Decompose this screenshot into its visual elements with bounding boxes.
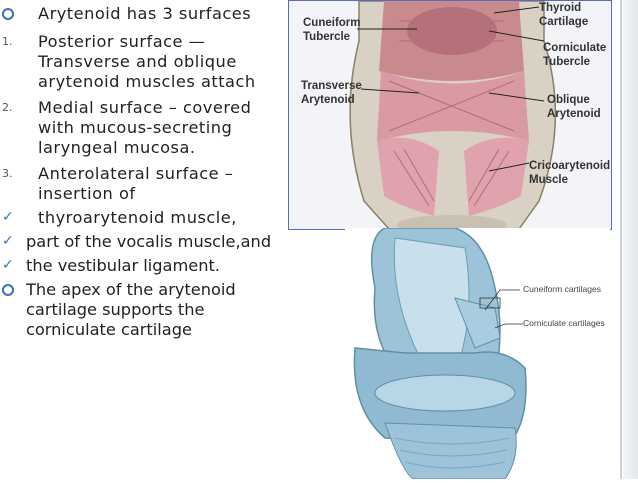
bullet-item-8: The apex of the arytenoid cartilage supp…: [0, 280, 285, 340]
bullet-text: thyroarytenoid muscle,: [38, 208, 237, 227]
label-corniculate-cartilages: Corniculate cartilages: [523, 318, 605, 328]
label-oblique-arytenoid: Oblique Arytenoid: [547, 94, 601, 120]
label-cricoarytenoid-muscle: Cricoarytenoid Muscle: [529, 160, 611, 186]
label-transverse-arytenoid: Transverse Arytenoid: [301, 80, 362, 106]
check-bullet-icon: ✓: [2, 257, 14, 273]
slide-edge-line: [620, 0, 622, 479]
label-cuneiform-tubercle: Cuneiform Tubercle: [303, 17, 361, 43]
circle-bullet-icon: [2, 284, 14, 296]
number-marker: 2.: [2, 101, 13, 114]
bullet-item-4: 3. Anterolateral surface – insertion of: [0, 164, 285, 204]
bullet-item-2: 1. Posterior surface — Transverse and ob…: [0, 32, 285, 92]
bullet-list: Arytenoid has 3 surfaces 1. Posterior su…: [0, 4, 285, 340]
bullet-text: Posterior surface — Transverse and obliq…: [38, 32, 256, 91]
bullet-text: the vestibular ligament.: [26, 256, 220, 275]
check-bullet-icon: ✓: [2, 209, 14, 225]
circle-bullet-icon: [2, 8, 14, 20]
check-bullet-icon: ✓: [2, 233, 14, 249]
label-cuneiform-cartilages: Cuneiform cartilages: [523, 284, 601, 294]
bullet-item-1: Arytenoid has 3 surfaces: [0, 4, 285, 24]
larynx-cartilage-figure: Cuneiform cartilages Corniculate cartila…: [345, 227, 610, 480]
label-corniculate-tubercle: Corniculate Tubercle: [543, 42, 607, 68]
slide-edge-bar: [623, 0, 638, 479]
bullet-text: Medial surface – covered with mucous-sec…: [38, 98, 252, 157]
bullet-item-6: ✓ part of the vocalis muscle,and: [0, 232, 285, 252]
label-thyroid-cartilage: Thyroid Cartilage: [539, 2, 589, 28]
larynx-posterior-illustration: [289, 1, 611, 229]
bullet-item-3: 2. Medial surface – covered with mucous-…: [0, 98, 285, 158]
bullet-text: Anterolateral surface – insertion of: [38, 164, 234, 203]
arytenoid-muscles-figure: Cuneiform Tubercle Thyroid Cartilage Cor…: [288, 0, 612, 230]
bullet-item-7: ✓ the vestibular ligament.: [0, 256, 285, 276]
number-marker: 1.: [2, 35, 13, 48]
number-marker: 3.: [2, 167, 13, 180]
bullet-text: The apex of the arytenoid cartilage supp…: [26, 280, 236, 339]
bullet-text: part of the vocalis muscle,and: [26, 232, 272, 251]
bullet-item-5: ✓ thyroarytenoid muscle,: [0, 208, 285, 228]
bullet-text: Arytenoid has 3 surfaces: [38, 4, 252, 23]
larynx-cartilage-illustration: [345, 227, 610, 480]
